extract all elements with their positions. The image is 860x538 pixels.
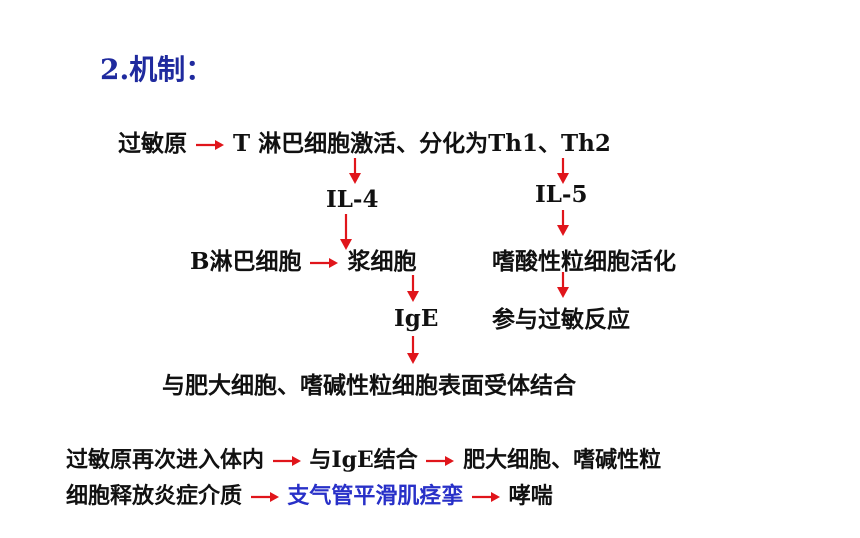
- summary-line-1: 过敏原再次进入体内 与IgE结合 肥大细胞、嗜碱性粒: [66, 442, 661, 474]
- summary-mast-cells: 肥大细胞、嗜碱性粒: [463, 447, 662, 473]
- il4-node: IL-4: [326, 186, 379, 213]
- down-arrow-icon: [557, 210, 569, 236]
- flow-row-1: 过敏原 T 淋巴细胞激活、分化为Th1、Th2: [118, 124, 611, 158]
- down-arrow-icon: [557, 158, 569, 184]
- ige-node: IgE: [394, 305, 439, 332]
- right-arrow-icon: [272, 456, 301, 466]
- summary-line-2: 细胞释放炎症介质 支气管平滑肌痉挛 哮喘: [66, 478, 553, 510]
- summary-asthma: 哮喘: [508, 483, 553, 509]
- down-arrow-icon: [349, 158, 361, 184]
- right-arrow-icon: [250, 492, 279, 502]
- b-cell-node: B淋巴细胞: [190, 248, 302, 275]
- summary-mediator-release: 细胞释放炎症介质: [66, 483, 243, 509]
- right-arrow-icon: [426, 456, 455, 466]
- t-cell-node: T 淋巴细胞激活、分化为Th1、Th2: [233, 130, 611, 157]
- allergen-node: 过敏原: [118, 130, 187, 157]
- down-arrow-icon: [557, 272, 569, 298]
- right-arrow-icon: [310, 258, 339, 268]
- down-arrow-icon: [407, 336, 419, 364]
- right-arrow-icon: [472, 492, 501, 502]
- b-cell-row: B淋巴细胞 浆细胞: [190, 242, 416, 276]
- plasma-cell-node: 浆细胞: [347, 248, 417, 275]
- down-arrow-icon: [407, 275, 419, 302]
- allergic-reaction-node: 参与过敏反应: [492, 306, 630, 333]
- binding-node: 与肥大细胞、嗜碱性粒细胞表面受体结合: [162, 372, 576, 399]
- summary-ige-binding: 与IgE结合: [309, 447, 418, 473]
- section-heading: 2.机制：: [100, 53, 214, 86]
- down-arrow-icon: [340, 214, 352, 250]
- summary-bronchospasm: 支气管平滑肌痉挛: [287, 483, 464, 509]
- right-arrow-icon: [196, 140, 225, 150]
- summary-allergen-reentry: 过敏原再次进入体内: [66, 447, 265, 473]
- il5-node: IL-5: [535, 181, 588, 208]
- eosinophil-node: 嗜酸性粒细胞活化: [492, 248, 676, 275]
